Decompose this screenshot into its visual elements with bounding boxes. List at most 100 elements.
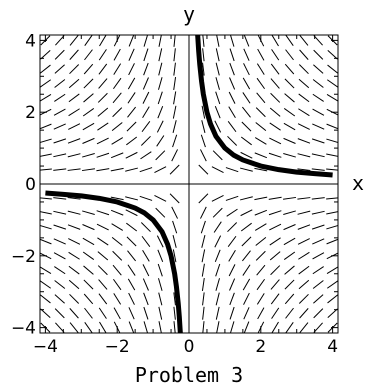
slope-segment [240,222,252,232]
slope-segment [269,237,281,246]
slope-segment [283,210,296,215]
slope-segment [311,197,325,200]
slope-segment [142,106,150,119]
slope-segment [313,322,323,333]
slope-segment [212,207,223,218]
y-tick-label: −2 [11,247,36,267]
slope-segment [172,105,177,119]
slope-segment [40,64,51,74]
slope-segment [215,263,221,277]
slope-segment [68,108,80,117]
slope-segment [158,77,163,90]
slope-segment [40,50,51,60]
slope-segment [155,207,166,218]
slope-segment [158,292,163,306]
slope-segment [271,321,279,333]
slope-segment [326,94,338,102]
slope-segment [142,278,149,291]
slope-segment [173,292,176,306]
slope-segment [214,235,222,248]
slope-segment [158,278,163,291]
slope-segment [173,91,177,105]
slope-segment [256,278,265,291]
slope-segment [53,197,67,200]
slope-segment [157,105,164,119]
slope-segment [215,62,220,76]
slope-segment [111,122,123,132]
slope-segment [326,153,338,157]
slope-segment [113,307,121,320]
slope-segment [202,62,205,76]
slope-segment [228,249,236,262]
slope-segment [68,78,80,89]
slope-segment [312,108,325,116]
slope-segment [326,224,338,230]
slope-segment [98,307,107,319]
slope-segment [113,293,122,305]
slope-segment [284,93,295,103]
slope-segment [268,196,282,200]
slope-segment [127,92,136,104]
slope-segment [127,106,137,118]
slope-segment [143,292,149,306]
slope-segment [157,91,163,105]
slope-segment [283,108,296,117]
slope-segment [215,292,220,306]
slope-segment [243,292,250,305]
slope-segment [112,92,122,104]
slope-segment [126,236,137,247]
slope-segment [254,167,268,172]
slope-segment [69,49,79,60]
slope-segment [154,166,167,173]
slope-segment [97,107,109,117]
slope-segment [313,294,324,304]
slope-segment [297,168,311,171]
slope-segment [227,135,238,146]
slope-segment [285,35,294,46]
slope-segment [99,321,107,333]
chart-caption: Problem 3 [135,363,243,387]
slope-segment [113,278,122,291]
slope-segment [53,123,66,130]
slope-segment [270,78,280,89]
slope-segment [128,63,135,76]
slope-segment [40,94,52,102]
slope-segment [55,35,65,46]
slope-segment [82,237,95,246]
slope-segment [126,222,138,232]
slope-segment [201,235,206,248]
slope-segment [211,195,224,202]
slope-segment [69,293,80,304]
solution-curve-1 [195,35,333,178]
slope-segment [242,77,251,90]
slope-segment [225,167,239,173]
x-tick-label: 0 [184,337,195,357]
slope-segment [202,306,205,320]
slope-segment [67,224,81,230]
slope-segment [158,321,162,333]
slope-segment [54,308,65,319]
slope-segment [297,224,311,230]
slope-segment [283,137,296,144]
slope-segment [173,306,176,320]
slope-segment [128,307,135,320]
tick-marks [40,35,338,333]
slope-segment [297,153,311,158]
slope-segment [200,149,207,162]
slope-segment [270,265,281,276]
slope-segment [299,322,309,333]
slope-segment [229,321,235,333]
slope-segment [98,49,107,61]
slope-segment [98,279,108,290]
slope-segment [327,294,338,304]
slope-segment [97,251,109,261]
slope-segment [40,280,51,289]
slope-segment [326,138,338,144]
slope-segment [298,279,310,290]
slope-segment [143,306,149,320]
slope-segment [200,220,206,234]
slope-segment [312,93,324,102]
slope-segment [83,63,94,75]
slope-segment [53,108,66,116]
slope-segment [312,123,325,130]
